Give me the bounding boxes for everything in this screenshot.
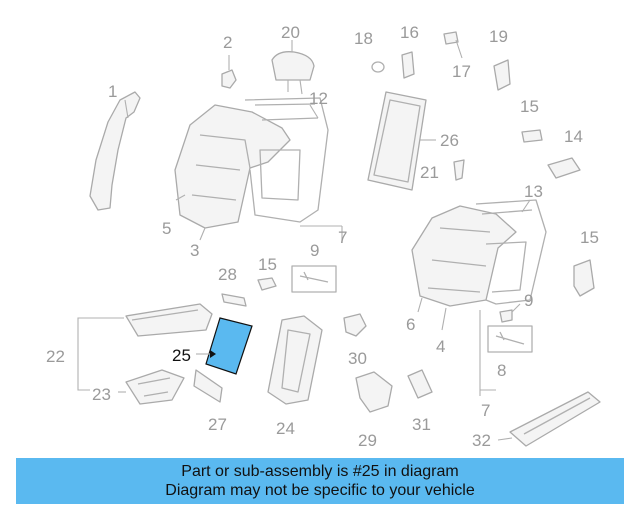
part-25-highlighted-panel[interactable] <box>205 317 253 375</box>
part-31-cover <box>407 369 433 399</box>
callout-11: 12 <box>309 89 328 108</box>
callout-17: 17 <box>452 62 471 81</box>
callout-9-right: 8 <box>497 361 506 380</box>
part-26-back-panel <box>367 91 427 191</box>
callout-30: 30 <box>348 349 367 368</box>
part-19-cover <box>493 59 511 91</box>
callout-21: 21 <box>420 163 439 182</box>
part-1-side-trim <box>89 91 141 211</box>
callout-7: 7 <box>338 228 347 247</box>
callout-22: 22 <box>46 347 65 366</box>
callout-31: 31 <box>412 415 431 434</box>
part-9-bolt-box-right <box>487 325 533 353</box>
part-23-bracket <box>125 369 185 405</box>
callout-32: 32 <box>472 431 491 450</box>
callout-26: 26 <box>440 131 459 150</box>
callout-19: 19 <box>489 27 508 46</box>
part-9-bolt-left <box>299 271 329 283</box>
part-18-grommet <box>371 61 385 73</box>
callout-23: 23 <box>92 385 111 404</box>
part-22-panel <box>125 303 213 337</box>
callout-3: 3 <box>190 241 199 260</box>
part-15-pin-right <box>521 129 543 143</box>
part-12-seat-back-frame-right <box>475 199 547 305</box>
callout-18: 18 <box>354 29 373 48</box>
part-27-handle <box>193 369 223 403</box>
callout-4: 4 <box>436 337 445 356</box>
part-32-trim-bar <box>509 391 601 447</box>
part-14-bracket <box>547 157 581 179</box>
part-13-cover <box>573 259 595 297</box>
part-30-hinge <box>343 313 367 337</box>
part-28-strip <box>221 293 247 307</box>
part-9-bolt-right <box>495 331 525 345</box>
callout-13: 15 <box>580 228 599 247</box>
part-6-seat-back-cushion-right <box>411 205 517 307</box>
part-24-armrest <box>267 315 323 405</box>
part-3-seat-back-cushion <box>174 104 291 229</box>
callout-27: 27 <box>208 415 227 434</box>
callout-9-left: 9 <box>310 241 319 260</box>
callout-2: 2 <box>223 33 232 52</box>
callout-8: 7 <box>481 401 490 420</box>
callout-16: 16 <box>400 23 419 42</box>
part-15-pin-left <box>257 277 277 291</box>
callout-20: 20 <box>281 23 300 42</box>
callout-24: 24 <box>276 419 295 438</box>
callout-12: 13 <box>524 182 543 201</box>
part-2-clip <box>221 55 237 89</box>
callout-28: 28 <box>218 265 237 284</box>
callout-25-arrowhead <box>210 350 216 358</box>
callout-15-left: 15 <box>258 255 277 274</box>
part-16-latch <box>401 51 415 79</box>
part-20-headrest <box>271 40 315 95</box>
part-17-screw <box>443 31 463 59</box>
callout-25[interactable]: 25 <box>172 346 191 365</box>
part-21-guide <box>453 159 465 181</box>
callout-15-right: 15 <box>520 97 539 116</box>
callout-10: 9 <box>524 291 533 310</box>
part-10-clip <box>499 303 521 323</box>
parts-diagram: 1 2 20 12 5 3 7 9 15 18 16 <box>46 23 601 450</box>
callout-14: 14 <box>564 127 583 146</box>
part-9-bolt-box-left <box>291 265 337 293</box>
callout-5: 5 <box>162 219 171 238</box>
banner-line-1: Part or sub-assembly is #25 in diagram <box>181 463 459 480</box>
callout-29: 29 <box>358 431 377 450</box>
callout-1: 1 <box>108 82 117 101</box>
info-banner: Part or sub-assembly is #25 in diagram D… <box>16 458 624 504</box>
part-29-bracket <box>355 371 393 413</box>
callout-6: 6 <box>406 315 415 334</box>
part-11-seat-back-frame <box>244 97 329 223</box>
banner-line-2: Diagram may not be specific to your vehi… <box>165 482 475 499</box>
